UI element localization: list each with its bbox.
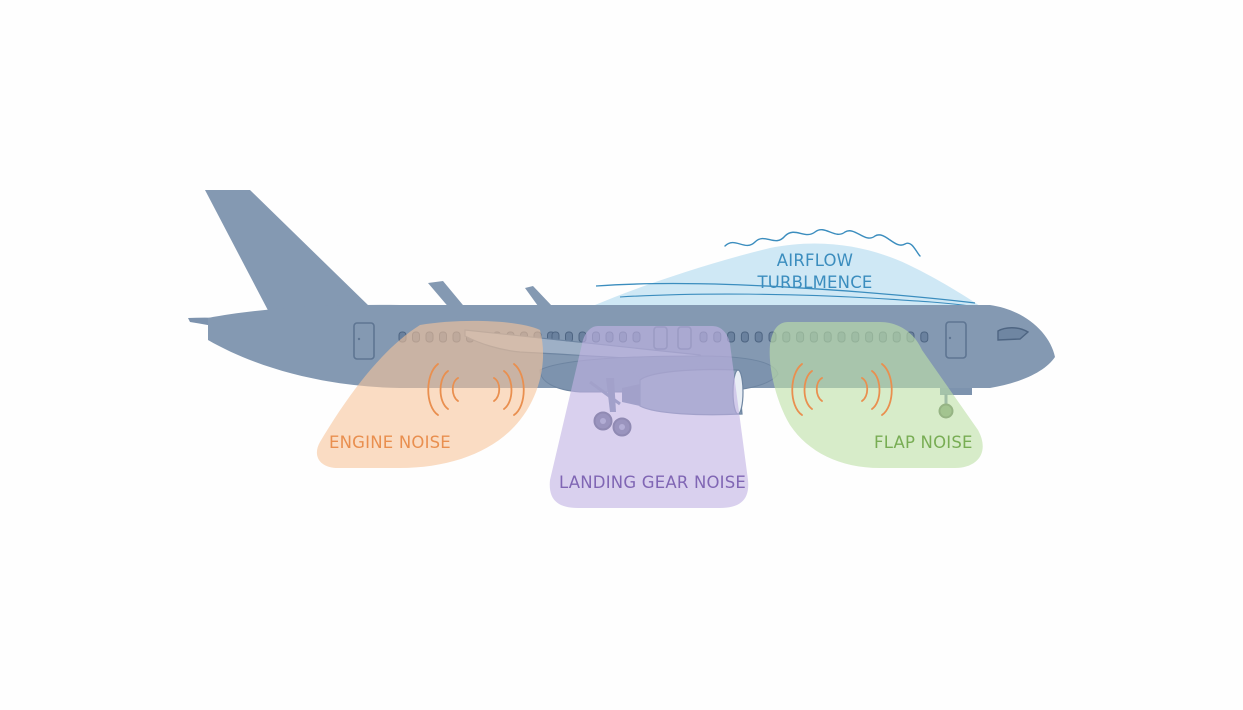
- flap-zone-shape: [769, 322, 983, 468]
- engine-noise-zone: ENGINE NOISE: [316, 320, 544, 468]
- dorsal-antenna: [525, 286, 552, 306]
- engine-zone-shape: [316, 320, 544, 468]
- airflow-streamline: [619, 293, 971, 307]
- front-door-handle: [948, 336, 952, 340]
- engine-sound-wave-icon: [427, 363, 525, 416]
- front-door: [945, 321, 967, 359]
- flap-noise-label: FLAP NOISE: [874, 433, 973, 452]
- airflow-turbulence-zone: [595, 229, 980, 314]
- cockpit-window: [997, 327, 1030, 341]
- cabin-window: [920, 331, 929, 343]
- cabin-window: [754, 331, 763, 343]
- airflow-label-line2: TURBLMENCE: [756, 273, 872, 292]
- wing-fence: [428, 281, 482, 330]
- flap-sound-wave-icon: [791, 363, 893, 416]
- rear-door: [353, 322, 375, 360]
- airflow-streamline: [595, 282, 976, 304]
- airflow-label-line1: AIRFLOW: [777, 251, 853, 270]
- landing-gear-noise-label: LANDING GEAR NOISE: [559, 473, 746, 492]
- vertical-stabilizer: [205, 190, 370, 318]
- airflow-zone-shape: [595, 243, 980, 314]
- airflow-wavy-line-icon: [724, 229, 921, 257]
- nose-gear-door: [940, 388, 972, 395]
- engine-noise-label: ENGINE NOISE: [329, 433, 451, 452]
- cabin-window: [740, 331, 749, 343]
- flap-noise-zone: FLAP NOISE: [769, 322, 983, 468]
- gear-zone-shape: [549, 326, 749, 508]
- rear-door-handle: [357, 337, 361, 341]
- landing-gear-noise-zone: LANDING GEAR NOISE: [549, 326, 749, 508]
